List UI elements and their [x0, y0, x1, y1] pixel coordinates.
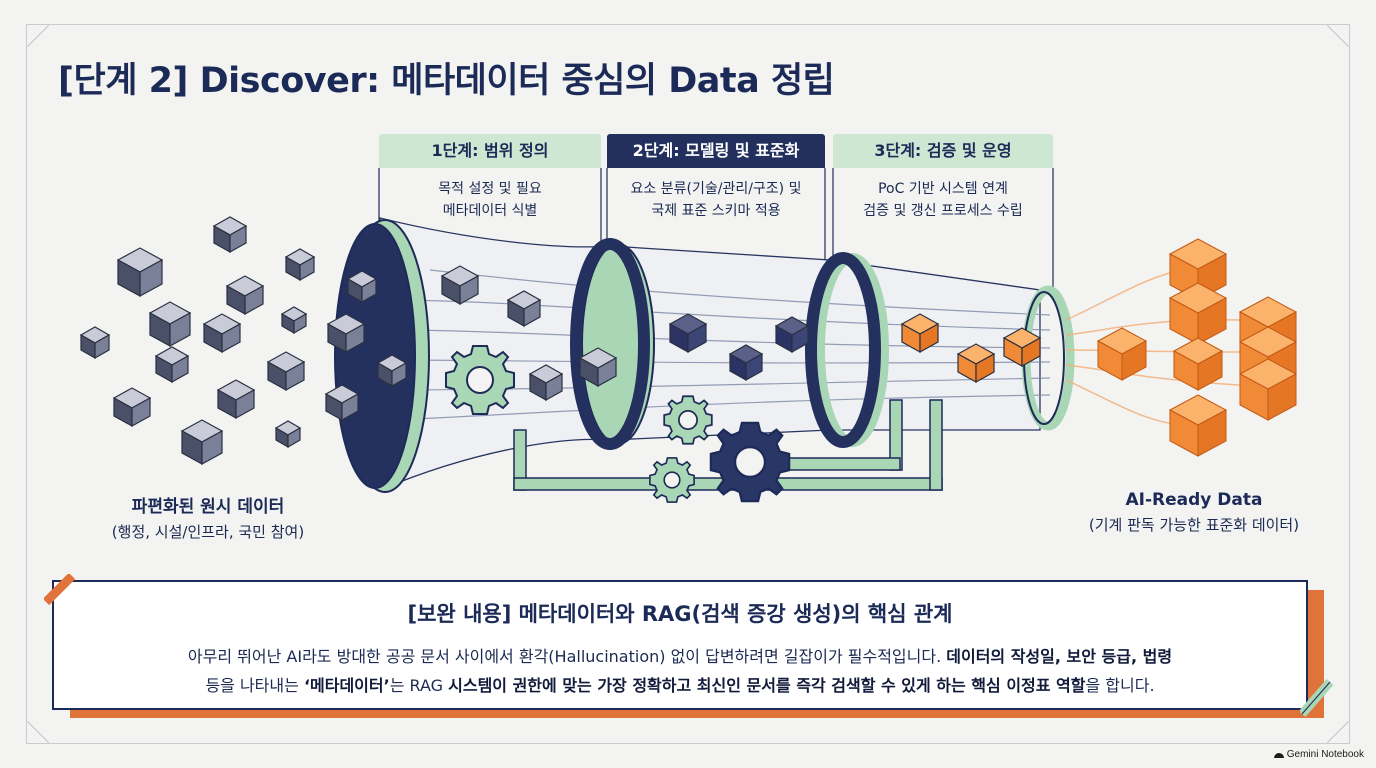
stage-2-description: 요소 분류(기술/관리/구조) 및 국제 표준 스키마 적용: [607, 168, 825, 222]
callout-box: [보완 내용] 메타데이터와 RAG(검색 증강 생성)의 핵심 관계 아무리 …: [44, 574, 1334, 722]
callout-line-1-text: 아무리 뛰어난 AI라도 방대한 공공 문서 사이에서 환각(Hallucina…: [187, 647, 947, 666]
callout-line-2-text-b: 는 RAG: [389, 676, 449, 695]
raw-data-label: 파편화된 원시 데이터 (행정, 시설/인프라, 국민 참여): [88, 492, 328, 542]
corner-mark-top-right: [1327, 25, 1349, 47]
brand-watermark: Gemini Notebook: [1273, 749, 1364, 760]
callout-line-2-bold-a: ‘메타데이터’: [303, 676, 390, 695]
gear-icon: [663, 395, 713, 445]
gear-icon: [649, 457, 695, 503]
callout-title: [보완 내용] 메타데이터와 RAG(검색 증강 생성)의 핵심 관계: [407, 602, 953, 626]
callout-line-1-bold: 데이터의 작성일, 보안 등급, 법령: [946, 647, 1173, 666]
callout-line-2-text-c: 을 합니다.: [1085, 676, 1155, 695]
callout-panel: [보완 내용] 메타데이터와 RAG(검색 증강 생성)의 핵심 관계 아무리 …: [52, 580, 1308, 710]
page-frame: [26, 24, 1350, 744]
stage-3-line-2: 검증 및 갱신 프로세스 수립: [863, 203, 1023, 219]
stage-1-line-1: 목적 설정 및 필요: [438, 181, 542, 197]
stage-2-title: 2단계: 모델링 및 표준화: [607, 134, 825, 168]
processing-cubes: [440, 265, 1042, 402]
stage-2-line-2: 국제 표준 스키마 적용: [651, 203, 781, 219]
raw-data-subtitle: (행정, 시설/인프라, 국민 참여): [111, 523, 305, 541]
stage-card-3: 3단계: 검증 및 운영 PoC 기반 시스템 연계 검증 및 갱신 프로세스 …: [833, 134, 1053, 294]
stage-1-line-2: 메타데이터 식별: [442, 203, 538, 219]
callout-line-2-bold-b: 시스템이 권한에 맞는 가장 정확하고 최신인 문서를 즉각 검색할 수 있게 …: [448, 676, 1086, 695]
ai-ready-title: AI-Ready Data: [1125, 490, 1263, 510]
corner-mark-bottom-left: [27, 721, 49, 743]
ai-ready-label: AI-Ready Data (기계 판독 가능한 표준화 데이터): [1064, 490, 1324, 535]
stage-3-description: PoC 기반 시스템 연계 검증 및 갱신 프로세스 수립: [833, 168, 1053, 222]
raw-data-title: 파편화된 원시 데이터: [131, 497, 285, 517]
stage-card-1: 1단계: 범위 정의 목적 설정 및 필요 메타데이터 식별: [379, 134, 601, 294]
ai-ready-subtitle: (기계 판독 가능한 표준화 데이터): [1088, 516, 1300, 534]
stage-connectors: [378, 168, 1054, 290]
page-title: [단계 2] Discover: 메타데이터 중심의 Data 정립: [58, 61, 835, 101]
gear-icon: [445, 345, 515, 415]
brand-logo-icon: [1273, 752, 1284, 758]
stage-3-line-1: PoC 기반 시스템 연계: [878, 181, 1008, 197]
brand-text: Gemini Notebook: [1286, 749, 1364, 760]
stage-3-title: 3단계: 검증 및 운영: [833, 134, 1053, 168]
stage-2-line-1: 요소 분류(기술/관리/구조) 및: [630, 181, 802, 197]
callout-line-2-text-a: 등을 나타내는: [205, 676, 304, 695]
raw-data-cubes: [79, 216, 408, 466]
callout-line-1: 아무리 뛰어난 AI라도 방대한 공공 문서 사이에서 환각(Hallucina…: [54, 643, 1306, 667]
stage-1-title: 1단계: 범위 정의: [379, 134, 601, 168]
tape-decoration-left: [44, 574, 76, 606]
ai-ready-cubes: [1096, 238, 1298, 457]
corner-mark-bottom-right: [1327, 721, 1349, 743]
callout-line-2: 등을 나타내는 ‘메타데이터’는 RAG 시스템이 권한에 맞는 가장 정확하고…: [54, 672, 1306, 696]
stage-card-2: 2단계: 모델링 및 표준화 요소 분류(기술/관리/구조) 및 국제 표준 스…: [607, 134, 825, 294]
stage-1-description: 목적 설정 및 필요 메타데이터 식별: [379, 168, 601, 222]
gear-icon: [709, 421, 791, 503]
tape-decoration-right: [1300, 679, 1334, 717]
corner-mark-top-left: [27, 25, 49, 47]
